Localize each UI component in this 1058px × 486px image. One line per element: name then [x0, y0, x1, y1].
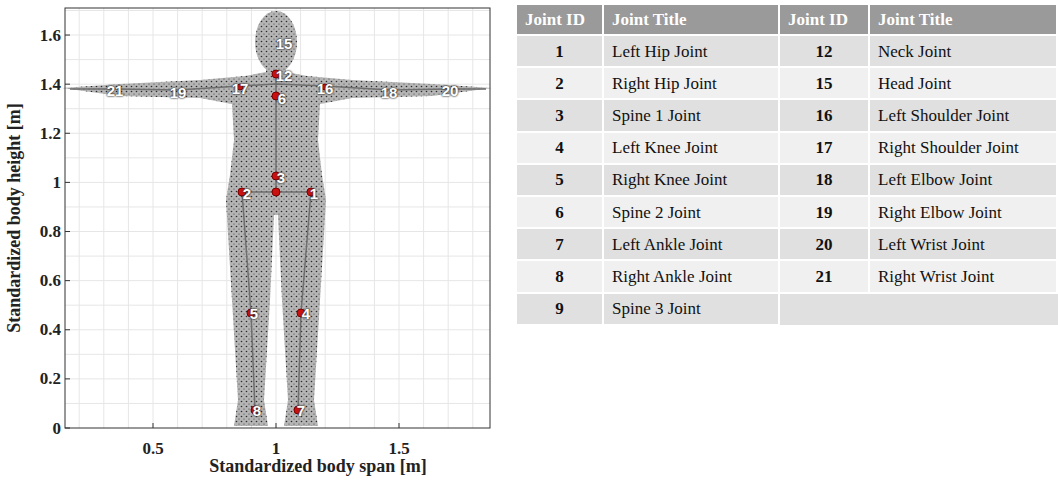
tick-label: 1.6 — [40, 27, 61, 44]
joint-number: 12 — [276, 68, 293, 83]
plot-area — [65, 8, 490, 428]
joint-number: 17 — [232, 81, 249, 96]
table-cell: Left Wrist Joint — [870, 229, 1058, 261]
joint-number: 16 — [317, 81, 334, 96]
tick-label: 0.6 — [40, 272, 61, 289]
table-cell: 2 — [517, 68, 604, 100]
skeleton-lines — [70, 75, 486, 410]
axis-title: Standardized body height [m] — [5, 103, 23, 333]
joint-number: 1 — [310, 186, 318, 201]
joint-number: 19 — [170, 85, 187, 100]
joint-number: 7 — [297, 403, 305, 418]
joint-number: 3 — [277, 170, 285, 185]
table-cell: Head Joint — [870, 68, 1058, 100]
joint-number: 6 — [278, 91, 286, 106]
table-header: Joint Title — [870, 5, 1058, 36]
tick-label: 0 — [53, 420, 62, 437]
table-cell: Right Hip Joint — [604, 68, 780, 100]
tick-marks — [65, 35, 399, 428]
table-cell: 16 — [780, 100, 870, 132]
axes-box — [65, 8, 490, 428]
joint-number: 5 — [250, 306, 258, 321]
table-cell: Right Knee Joint — [604, 165, 780, 197]
tick-label: 1 — [53, 174, 62, 191]
tick-label: 0.4 — [40, 321, 61, 338]
joint-number: 2 — [243, 186, 251, 201]
tick-label: 0.8 — [40, 223, 61, 240]
table-cell: 4 — [517, 133, 604, 165]
table-cell: 20 — [780, 229, 870, 261]
table-cell: 6 — [517, 197, 604, 229]
axis-title: Standardized body span [m] — [209, 457, 427, 475]
tick-label: 0.5 — [142, 440, 163, 457]
table-cell: 5 — [517, 165, 604, 197]
table-background — [780, 292, 1058, 325]
tick-label: 1.4 — [40, 76, 61, 93]
table-header: Joint ID — [780, 5, 870, 36]
table-cell: Left Shoulder Joint — [870, 100, 1058, 132]
table-cell: 21 — [780, 261, 870, 293]
table-cell: 1 — [517, 36, 604, 68]
joint-number: 4 — [302, 306, 310, 321]
joint-number: 15 — [276, 36, 293, 51]
table-cell: 12 — [780, 36, 870, 68]
table-cell: Left Ankle Joint — [604, 229, 780, 261]
joint-number: 18 — [381, 85, 398, 100]
grid-lines — [65, 8, 490, 428]
joint-number: 8 — [253, 403, 261, 418]
table-cell: Left Hip Joint — [604, 36, 780, 68]
table-cell: Left Knee Joint — [604, 133, 780, 165]
table-cell: Right Shoulder Joint — [870, 133, 1058, 165]
tick-label: 1.2 — [40, 125, 61, 142]
table-cell: 15 — [780, 68, 870, 100]
table-cell: 3 — [517, 100, 604, 132]
table-header: Joint ID — [517, 5, 604, 36]
table-cell: 18 — [780, 165, 870, 197]
table-cell: 17 — [780, 133, 870, 165]
joint-markers — [237, 70, 328, 414]
table-cell: Right Ankle Joint — [604, 261, 780, 293]
table-cell: Right Elbow Joint — [870, 197, 1058, 229]
joint-number: 20 — [442, 83, 459, 98]
table-cell: 8 — [517, 261, 604, 293]
tick-label: 1 — [272, 440, 281, 457]
table-cell: Left Elbow Joint — [870, 165, 1058, 197]
tick-label: 0.2 — [40, 370, 61, 387]
table-cell: Spine 2 Joint — [604, 197, 780, 229]
table-cell: Neck Joint — [870, 36, 1058, 68]
table-header: Joint Title — [604, 5, 780, 36]
tick-label: 1.5 — [388, 440, 409, 457]
table-cell: 19 — [780, 197, 870, 229]
table-cell: Right Wrist Joint — [870, 261, 1058, 293]
table-cell: Spine 3 Joint — [604, 294, 780, 326]
table-cell: 7 — [517, 229, 604, 261]
body-mesh — [62, 11, 492, 426]
table-cell: Spine 1 Joint — [604, 100, 780, 132]
joint-number: 21 — [107, 83, 124, 98]
table-cell: 9 — [517, 294, 604, 326]
